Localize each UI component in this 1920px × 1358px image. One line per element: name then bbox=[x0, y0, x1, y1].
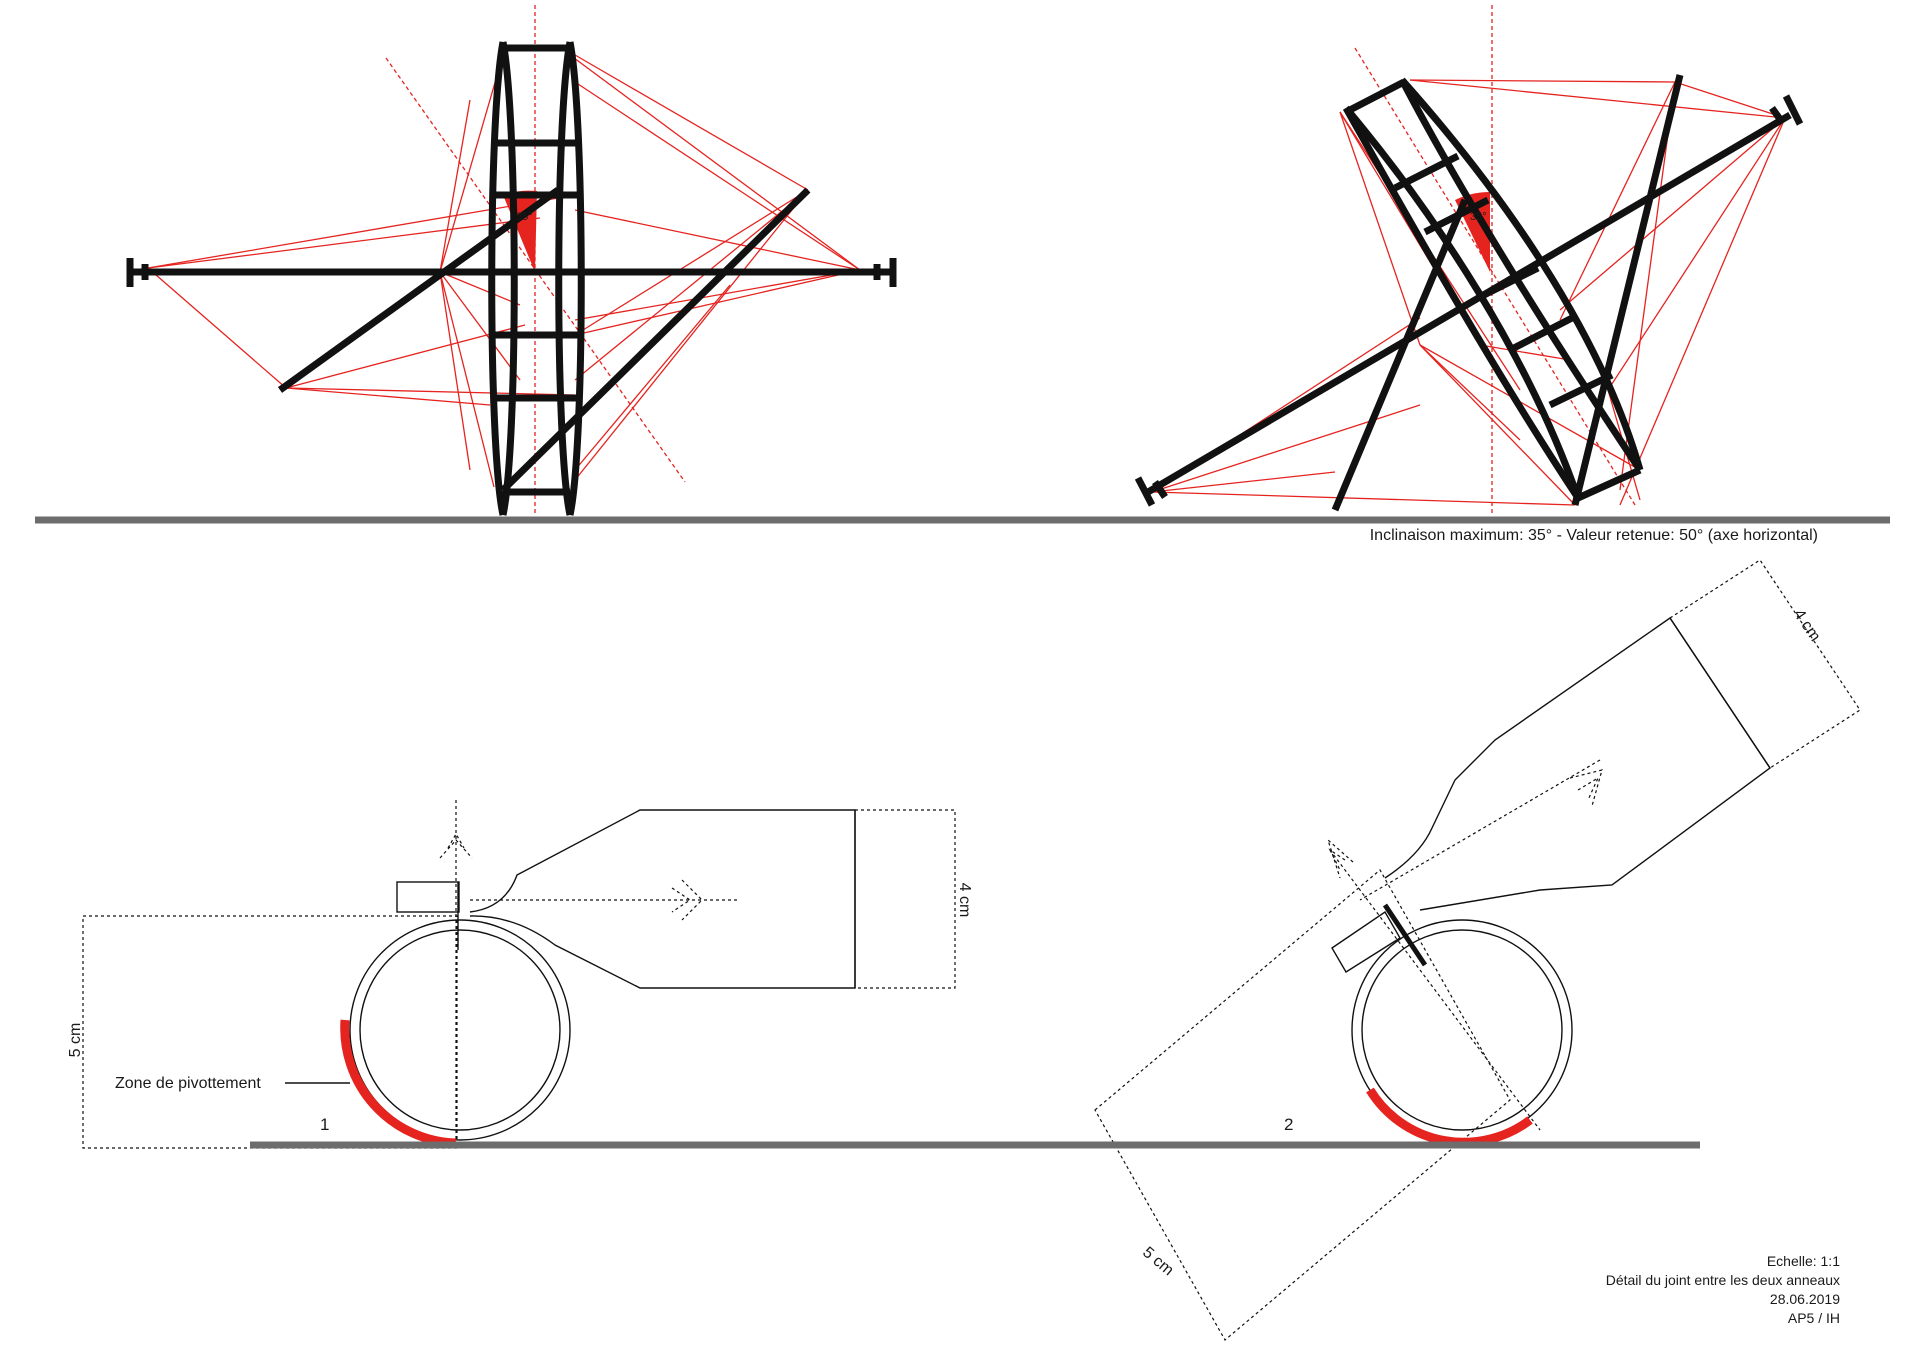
angle-label-right: 35° bbox=[1470, 211, 1487, 223]
ring-outer bbox=[349, 919, 571, 1141]
axle-horizontal bbox=[126, 258, 897, 287]
joint-detail-1: 5 cm 4 cm Zone de pivottement 1 bbox=[67, 800, 973, 1149]
axle-tilted bbox=[1134, 94, 1804, 507]
dimension-4cm-2 bbox=[1669, 559, 1861, 769]
ring-edge-view bbox=[488, 41, 585, 516]
joint-detail-2: 5 cm 4 cm 2 bbox=[1094, 559, 1861, 1341]
dimension-4cm-1 bbox=[855, 809, 956, 989]
diagonal-rod-4 bbox=[1571, 74, 1684, 506]
diagonal-rod-3 bbox=[1331, 198, 1469, 512]
sculpture-upright-view: 35° bbox=[126, 5, 897, 516]
bottle-profile-2 bbox=[1384, 617, 1771, 911]
rotation-arrow-2a bbox=[1326, 838, 1354, 879]
dim-5cm-label-2: 5 cm bbox=[1139, 1244, 1176, 1279]
pivot-zone-arc-2 bbox=[1366, 1087, 1533, 1147]
inclination-axis-right bbox=[1354, 47, 1636, 506]
date-label: 28.06.2019 bbox=[1770, 1291, 1840, 1307]
inclination-caption: Inclinaison maximum: 35° - Valeur retenu… bbox=[1370, 527, 1818, 544]
sculpture-tilted-view: 35° bbox=[1134, 5, 1804, 515]
dim-4cm-label-2: 4 cm bbox=[1790, 606, 1823, 644]
description-label: Détail du joint entre les deux anneaux bbox=[1606, 1272, 1840, 1288]
diagonal-rod-2 bbox=[500, 187, 811, 493]
dimension-box-5cm bbox=[82, 915, 458, 1149]
red-tension-lines-right bbox=[1151, 79, 1786, 506]
title-block: Echelle: 1:1 Détail du joint entre les d… bbox=[1606, 1253, 1840, 1326]
dim-4cm-label-1: 4 cm bbox=[956, 883, 973, 918]
red-tension-lines bbox=[147, 54, 861, 488]
pivot-zone-arc bbox=[340, 1019, 457, 1148]
diagonal-rod-1 bbox=[277, 187, 561, 393]
rotation-arrow-2b bbox=[1569, 769, 1603, 807]
dimension-box-5cm-2 bbox=[1094, 869, 1511, 1341]
scale-label: Echelle: 1:1 bbox=[1767, 1253, 1840, 1269]
clamp-block bbox=[396, 881, 460, 913]
ring-inner-2 bbox=[1361, 929, 1563, 1131]
dim-5cm-label-1: 5 cm bbox=[67, 1023, 84, 1058]
angle-label-left: 35° bbox=[516, 211, 533, 223]
clamp-block-2 bbox=[1331, 910, 1401, 973]
ring-inner bbox=[359, 929, 561, 1131]
bottle-profile bbox=[469, 809, 856, 989]
detail-number-2: 2 bbox=[1284, 1115, 1293, 1134]
rotation-arrow-right-1 bbox=[671, 879, 703, 921]
detail-number-1: 1 bbox=[320, 1115, 329, 1134]
pivot-zone-label: Zone de pivottement bbox=[115, 1075, 261, 1092]
reference-label: AP5 / IH bbox=[1788, 1310, 1840, 1326]
rotation-arrow-up-1 bbox=[439, 832, 473, 859]
